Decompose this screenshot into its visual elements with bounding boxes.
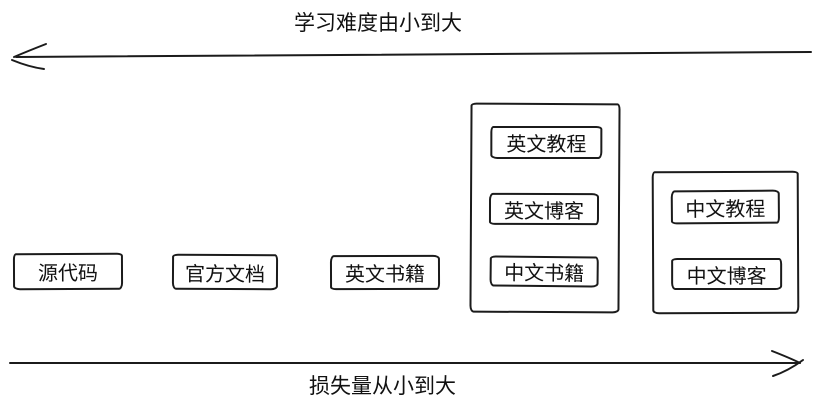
box-english-books: 英文书籍 [329, 254, 441, 291]
box-english-blog: 英文博客 [488, 192, 600, 226]
box-chinese-blog: 中文博客 [671, 257, 783, 291]
box-chinese-books: 中文书籍 [489, 255, 599, 288]
right-arrow [9, 350, 804, 377]
left-arrowhead-icon [11, 43, 47, 70]
box-source-code: 源代码 [12, 252, 124, 291]
bottom-axis-label: 损失量从小到大 [309, 374, 456, 398]
left-arrow [11, 43, 812, 70]
right-arrowhead-icon [771, 350, 804, 377]
left-arrow-line [15, 51, 812, 58]
top-axis-label: 学习难度由小到大 [294, 11, 462, 35]
box-english-tutorial: 英文教程 [490, 125, 603, 160]
group-box-easiest: 中文教程 中文博客 [651, 170, 800, 315]
box-chinese-tutorial: 中文教程 [670, 189, 780, 225]
group-box-intermediate: 英文教程 英文博客 中文书籍 [469, 102, 621, 314]
box-official-docs: 官方文档 [171, 253, 279, 291]
